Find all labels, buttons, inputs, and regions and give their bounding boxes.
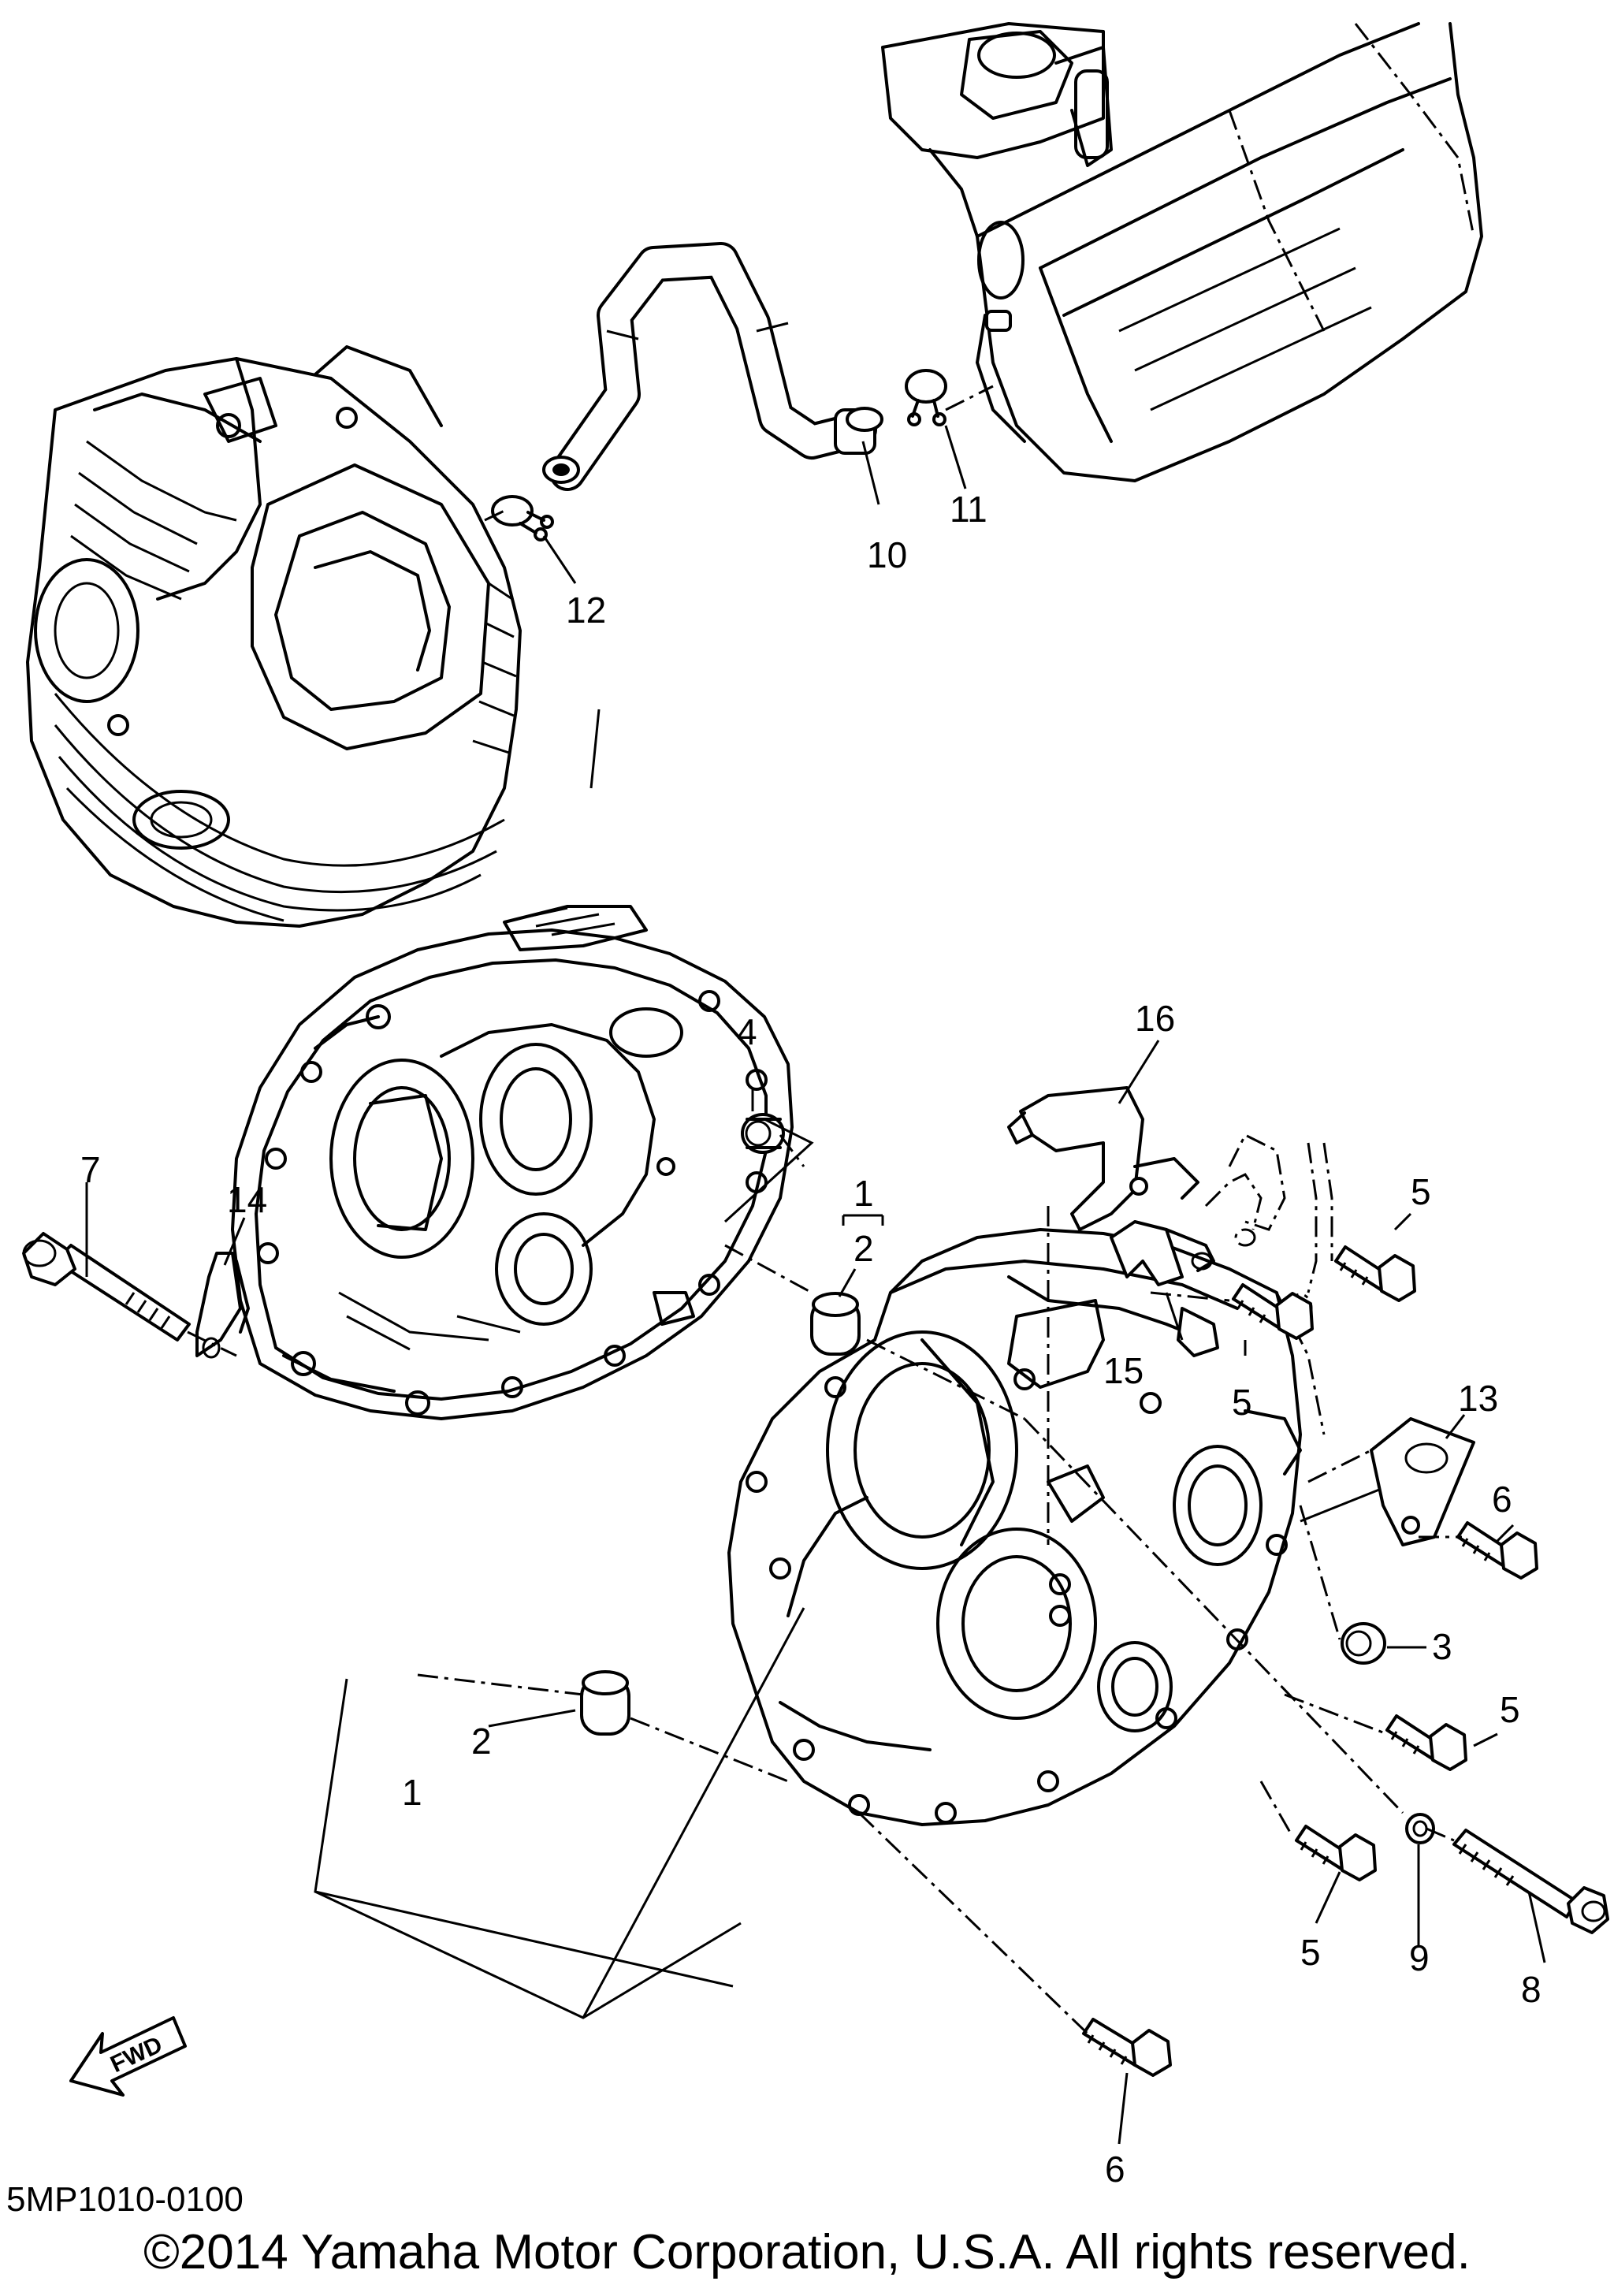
callout-2-top: 2	[853, 1228, 874, 1269]
callout-16: 16	[1135, 998, 1175, 1039]
crankcase-right-part-1	[727, 1228, 1326, 1826]
clamp-part-15	[1110, 1220, 1215, 1286]
bolt-part-5-c	[1385, 1714, 1467, 1771]
callout-6-upper: 6	[1492, 1479, 1512, 1520]
callout-8: 8	[1521, 1969, 1541, 2010]
callout-labels: 10 11 12 4 1 2 7 14 16 15 5 5 13 6 3 5 5…	[80, 489, 1541, 2190]
callout-13: 13	[1458, 1378, 1498, 1419]
callout-14: 14	[227, 1179, 267, 1220]
bolt-part-7	[22, 1232, 191, 1342]
bracket-part-13	[1370, 1417, 1475, 1546]
assembly-lines	[187, 385, 1462, 2035]
fwd-arrow-icon: FWD	[69, 2016, 187, 2097]
dowel-pin-part-2-lower	[580, 1670, 630, 1736]
hose-clip-part-12	[491, 495, 554, 541]
bolt-part-5-b	[1232, 1283, 1314, 1340]
callout-9: 9	[1409, 1937, 1430, 1978]
callout-7: 7	[80, 1149, 101, 1190]
oil-seal-part-4	[741, 1113, 785, 1154]
dowel-pin-part-2-upper	[810, 1292, 861, 1356]
bolt-part-6-upper	[1456, 1521, 1538, 1580]
callout-10: 10	[867, 534, 907, 575]
callout-1-lower: 1	[402, 1772, 422, 1813]
bolt-part-5-d	[1295, 1825, 1377, 1881]
callout-4: 4	[737, 1011, 757, 1052]
callout-15: 15	[1103, 1350, 1144, 1391]
air-filter-case-illustration	[881, 22, 1483, 482]
callout-5-c: 5	[1500, 1689, 1520, 1730]
hose-clip-part-11	[905, 369, 947, 426]
callout-2-lower: 2	[471, 1721, 492, 1762]
callout-5-b: 5	[1232, 1382, 1252, 1423]
bracket-part-14	[195, 1252, 250, 1359]
oil-seal-part-3	[1341, 1622, 1386, 1665]
bolt-part-5-a	[1334, 1245, 1416, 1302]
leader-lines	[85, 425, 1546, 2145]
callout-5-a: 5	[1411, 1171, 1431, 1212]
cylinder-head-illustration	[26, 345, 522, 928]
callout-5-d: 5	[1300, 1932, 1321, 1973]
callout-6-lower: 6	[1105, 2149, 1125, 2190]
copyright-notice: ©2014 Yamaha Motor Corporation, U.S.A. A…	[143, 2225, 1471, 2279]
bolt-part-6-lower	[1082, 2018, 1172, 2077]
callout-3: 3	[1432, 1626, 1452, 1667]
bracket-part-16	[1007, 1086, 1333, 1324]
bolt-part-8	[1452, 1829, 1609, 1934]
washer-part-9	[1405, 1813, 1435, 1844]
callout-11: 11	[950, 489, 987, 530]
callout-12: 12	[566, 590, 606, 631]
breather-hose-part-10	[542, 242, 883, 491]
callout-1-top: 1	[853, 1173, 874, 1214]
diagram-code: 5MP1010-0100	[6, 2180, 244, 2219]
crankcase-left-part-1	[231, 905, 794, 1420]
